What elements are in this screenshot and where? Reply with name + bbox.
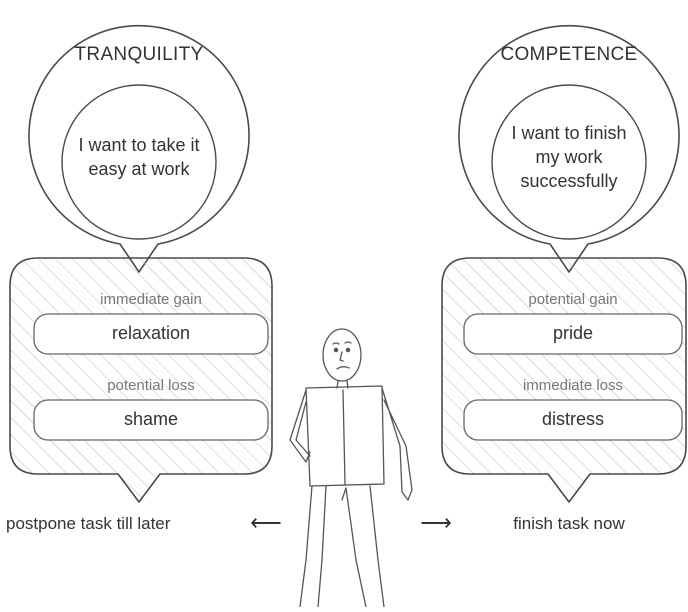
figure-nose — [339, 351, 344, 362]
left-first-value: relaxation — [111, 323, 191, 343]
left-second-pill — [33, 399, 269, 441]
figure-head — [322, 328, 362, 382]
left-motive-text: I want to take it easy at work — [78, 135, 200, 179]
figure-right-eyebrow — [344, 341, 352, 344]
left-first-pill — [33, 313, 269, 355]
undecided-person-figure — [289, 328, 413, 608]
figure-right-leg — [345, 485, 385, 608]
figure-mouth — [336, 366, 350, 370]
right-arrow-icon: ⟶ — [420, 510, 452, 535]
figure-left-eye — [333, 347, 339, 353]
left-motive-inner-circle — [61, 84, 217, 240]
figure-right-arm — [381, 387, 413, 501]
right-motive-inner-circle — [491, 84, 647, 240]
right-second-value: distress — [541, 409, 604, 429]
right-gain-loss-box — [441, 257, 687, 503]
right-motive-text: I want to finish my work successfully — [511, 123, 627, 191]
right-motive-balloon — [458, 24, 680, 273]
left-gain-loss-box — [9, 257, 273, 503]
figure-left-leg — [299, 485, 327, 608]
right-first-pill — [463, 313, 683, 355]
figure-right-eye — [345, 347, 351, 353]
right-action-label: finish task now — [513, 514, 625, 533]
figure-torso — [305, 385, 385, 487]
left-arrow-icon: ⟵ — [250, 510, 282, 535]
right-motive-title: COMPETENCE — [500, 44, 638, 65]
left-second-label: potential loss — [107, 377, 195, 394]
left-motive-title: TRANQUILITY — [74, 44, 204, 65]
left-first-label: immediate gain — [100, 291, 202, 308]
left-action-label: postpone task till later — [6, 514, 171, 533]
right-second-pill — [463, 399, 683, 441]
right-second-label: immediate loss — [522, 377, 624, 394]
left-second-value: shame — [123, 409, 179, 429]
figure-left-eyebrow — [332, 342, 340, 345]
left-motive-balloon — [28, 24, 250, 273]
right-first-label: potential gain — [528, 291, 618, 308]
figure-left-arm — [289, 389, 311, 463]
right-first-value: pride — [552, 323, 594, 343]
